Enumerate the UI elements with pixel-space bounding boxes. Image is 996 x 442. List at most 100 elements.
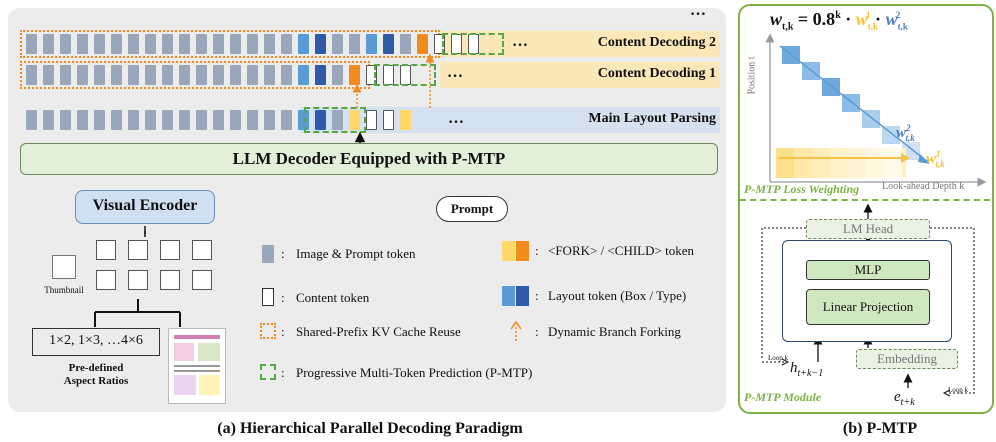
loss-weighting-plot <box>765 33 987 187</box>
h-subscript: t+k−1 <box>797 368 824 379</box>
module-label: P-MTP Module <box>744 390 822 404</box>
content-decoding-1-token <box>366 65 377 85</box>
document-image <box>168 328 226 404</box>
content-decoding-2-token <box>247 34 258 54</box>
w1-cell <box>848 148 866 178</box>
llm-decoder-label: LLM Decoder Equipped with P-MTP <box>232 149 506 168</box>
content-decoding-2-token <box>213 34 224 54</box>
legend-layout-dark-swatch <box>516 286 529 306</box>
llm-decoder-bar <box>20 143 718 175</box>
content-decoding-2-token <box>264 34 275 54</box>
aspect-ratio-values: 1×2, 1×3, …4×6 <box>49 333 143 348</box>
legend-content-swatch <box>262 288 274 306</box>
pmtp-box-row2 <box>442 33 504 55</box>
content-decoding-1-token <box>264 65 275 85</box>
content-decoding-2-token <box>400 34 411 54</box>
legend-sep-4: : <box>281 365 285 380</box>
formula-w-sub: t,k <box>782 21 794 33</box>
content-decoding-2-token <box>94 34 105 54</box>
w1-annotation: w1t,k <box>926 149 945 169</box>
content-decoding-1-token <box>247 65 258 85</box>
main-layout-token <box>332 110 343 130</box>
content-decoding-1-token <box>298 65 309 85</box>
content-decoding-1-token <box>111 65 122 85</box>
ellipsis-row1: … <box>447 64 463 81</box>
content-decoding-2-token <box>179 34 190 54</box>
formula-base: = 0.8 <box>797 9 836 29</box>
content-decoding-2-token <box>60 34 71 54</box>
embedding-label: Embedding <box>877 351 937 366</box>
ellipsis-row2: … <box>512 33 528 50</box>
visual-encoder-label: Visual Encoder <box>92 197 198 214</box>
loop-k-left: Loop k <box>768 354 789 362</box>
loop-k-right: Loop k <box>948 386 969 394</box>
thumbnail-page <box>52 255 76 279</box>
formula-w2-sup: 2 <box>895 10 901 20</box>
legend-branch: Dynamic Branch Forking <box>548 324 681 339</box>
legend-layout: Layout token (Box / Type) <box>548 288 687 303</box>
content-decoding-2-token <box>417 34 428 54</box>
w1-cell <box>794 148 812 178</box>
content-decoding-2-token <box>162 34 173 54</box>
crop-thumbnail <box>96 240 116 260</box>
lm-head-label: LM Head <box>842 221 894 236</box>
legend-fork-child: <FORK> / <CHILD> token <box>548 243 694 258</box>
formula-w2-sub: t,k <box>897 21 908 32</box>
formula-w2: w <box>885 9 898 29</box>
w2-annotation-sub: t,k <box>905 133 915 143</box>
content-decoding-2-token <box>298 34 309 54</box>
formula-exp: k <box>835 10 841 21</box>
content-decoding-1-token <box>349 65 360 85</box>
content-decoding-2-token <box>366 34 377 54</box>
content-decoding-2-token <box>111 34 122 54</box>
main-layout-token <box>247 110 258 130</box>
formula-w: w <box>770 9 783 29</box>
content-decoding-2-token <box>383 34 394 54</box>
content-decoding-2-token <box>349 34 360 54</box>
crop-thumbnail <box>192 270 212 290</box>
visual-encoder-box <box>75 190 215 224</box>
crop-thumbnail <box>160 240 180 260</box>
legend-image-prompt: Image & Prompt token <box>296 246 416 261</box>
mlp-box <box>806 260 930 280</box>
thumbnail-label: Thumbnail <box>44 285 84 295</box>
linear-projection-label: Linear Projection <box>822 299 914 314</box>
main-layout-token <box>145 110 156 130</box>
caption-a: (a) Hierarchical Parallel Decoding Parad… <box>217 420 523 437</box>
w1-annotation-sup: 1 <box>936 149 941 159</box>
main-layout-token <box>26 110 37 130</box>
main-layout-token <box>366 110 377 130</box>
content-decoding-2-token <box>128 34 139 54</box>
main-layout-token <box>400 110 411 130</box>
ellipsis-top: … <box>690 2 706 19</box>
formula-dot-2: · <box>875 9 882 29</box>
content-decoding-1-token <box>162 65 173 85</box>
legend-shared-prefix: Shared-Prefix KV Cache Reuse <box>296 324 461 339</box>
e-input-label: et+k <box>894 389 915 408</box>
content-decoding-2-token <box>196 34 207 54</box>
aspect-ratios-label: Aspect Ratios <box>63 375 129 387</box>
formula-w1-sup: 1 <box>866 10 871 20</box>
w1-cell <box>830 148 848 178</box>
w1-cell <box>812 148 830 178</box>
h-input-label: ht+k−1 <box>790 360 823 379</box>
content-decoding-1-token <box>94 65 105 85</box>
content-decoding-2-token <box>77 34 88 54</box>
content-decoding-2-token <box>230 34 241 54</box>
main-layout-token <box>128 110 139 130</box>
caption-b: (b) P-MTP <box>842 420 918 437</box>
content-decoding-1-token <box>60 65 71 85</box>
legend-branch-arrow <box>510 321 522 341</box>
main-layout-token <box>315 110 326 130</box>
crop-thumbnail <box>160 270 180 290</box>
mlp-label: MLP <box>854 262 882 277</box>
legend-layout-light-swatch <box>502 286 515 306</box>
legend-sep-7: : <box>535 324 539 339</box>
content-decoding-1-token <box>196 65 207 85</box>
main-layout-token <box>111 110 122 130</box>
w1-annotation-w: w <box>926 151 937 167</box>
w2-annotation: w2t,k <box>896 123 915 143</box>
pmtp-box-row1 <box>374 64 436 86</box>
main-layout-token <box>60 110 71 130</box>
w2-cell <box>902 142 920 160</box>
